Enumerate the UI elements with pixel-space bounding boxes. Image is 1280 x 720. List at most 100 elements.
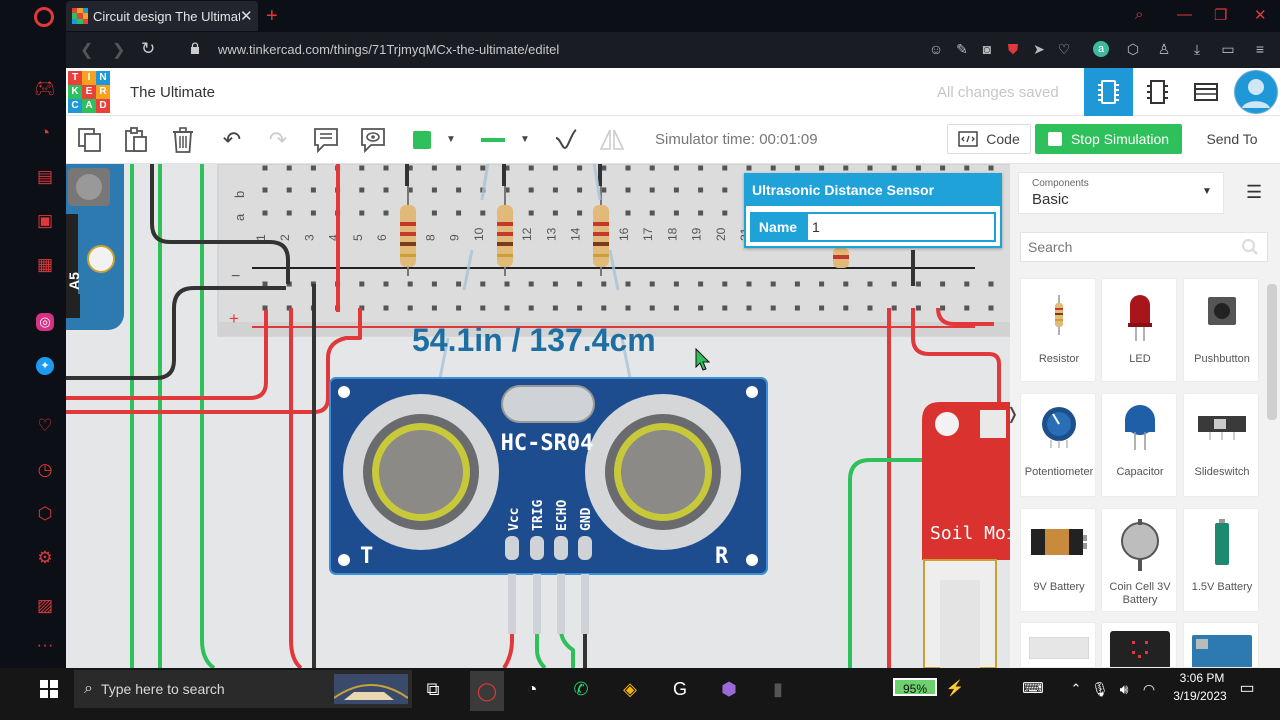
breadboard-hole[interactable]	[698, 305, 704, 311]
breadboard-hole[interactable]	[649, 281, 655, 287]
notifications-icon[interactable]: ▭	[1239, 680, 1255, 697]
browser-tab[interactable]: Circuit design The Ultimate ✕	[66, 1, 258, 31]
notes-button[interactable]	[312, 126, 340, 154]
component-card-led[interactable]: LED	[1101, 278, 1177, 382]
task-view-icon[interactable]: ⧉	[426, 679, 440, 699]
schematic-view-button[interactable]	[1133, 68, 1182, 116]
more-icon[interactable]: ···	[36, 635, 54, 654]
component-card-microbit[interactable]	[1101, 622, 1177, 668]
circuit-view-button[interactable]	[1084, 68, 1133, 116]
breadboard-hole[interactable]	[601, 281, 607, 287]
component-card-capacitor[interactable]: Capacitor	[1101, 393, 1177, 497]
breadboard-hole[interactable]	[577, 281, 583, 287]
breadboard-hole[interactable]	[625, 281, 631, 287]
component-list-button[interactable]	[1182, 68, 1231, 116]
taskbar-search-input[interactable]: Type here to search	[100, 681, 225, 697]
breadboard-hole[interactable]	[940, 281, 946, 287]
breadboard-hole[interactable]	[456, 305, 462, 311]
breadboard-hole[interactable]	[552, 281, 558, 287]
breadboard-hole[interactable]	[552, 305, 558, 311]
breadboard-hole[interactable]	[649, 210, 655, 216]
breadboard-hole[interactable]	[528, 165, 534, 171]
send-icon[interactable]: ➤	[1033, 41, 1045, 57]
component-card-breadboard[interactable]	[1020, 622, 1096, 668]
breadboard-hole[interactable]	[673, 210, 679, 216]
menu-icon[interactable]: ≡	[1255, 41, 1265, 57]
arduino-reset-button[interactable]	[76, 174, 102, 200]
breadboard-hole[interactable]	[407, 165, 413, 171]
breadboard-hole[interactable]	[456, 187, 462, 193]
breadboard-hole[interactable]	[625, 210, 631, 216]
cube-sidebar-icon[interactable]: ⬡	[37, 504, 53, 523]
heart-icon[interactable]: ♡	[1057, 41, 1071, 57]
breadboard-hole[interactable]	[891, 165, 897, 171]
close-window-icon[interactable]: ✕	[1254, 7, 1267, 24]
breadboard-hole[interactable]	[915, 281, 921, 287]
breadboard-hole[interactable]	[310, 187, 316, 193]
breadboard-hole[interactable]	[310, 210, 316, 216]
breadboard-hole[interactable]	[819, 165, 825, 171]
breadboard-hole[interactable]	[940, 165, 946, 171]
breadboard-hole[interactable]	[504, 165, 510, 171]
redo-icon[interactable]: ↷	[268, 127, 288, 152]
copy-button[interactable]	[76, 126, 104, 154]
close-tab-icon[interactable]: ✕	[240, 8, 253, 25]
breadboard-hole[interactable]	[456, 165, 462, 171]
wifi-icon[interactable]: ◠	[1142, 681, 1156, 697]
breadboard-hole[interactable]	[407, 187, 413, 193]
twitter-icon[interactable]: ✦	[36, 357, 54, 375]
windows-start-icon[interactable]	[40, 680, 58, 698]
breadboard-hole[interactable]	[262, 165, 268, 171]
breadboard-hole[interactable]	[843, 305, 849, 311]
taskbar-search-box[interactable]: ⌕ Type here to search	[74, 670, 412, 708]
speedometer-icon[interactable]: ◔	[39, 123, 51, 142]
breadboard-hole[interactable]	[577, 165, 583, 171]
components-category-select[interactable]	[1018, 172, 1224, 214]
whatsapp-icon[interactable]: ✆	[573, 679, 589, 699]
microphone-icon[interactable]: 🎙︎	[1091, 681, 1109, 697]
reload-icon[interactable]: ↻	[141, 39, 156, 58]
component-card-9v-battery[interactable]: 9V Battery	[1020, 508, 1096, 612]
breadboard-hole[interactable]	[359, 210, 365, 216]
cube-icon[interactable]: ⬡	[1126, 41, 1140, 57]
breadboard-hole[interactable]	[649, 187, 655, 193]
url-field[interactable]: www.tinkercad.com/things/71TrjmyqMCx-the…	[218, 42, 560, 57]
breadboard-hole[interactable]	[504, 281, 510, 287]
instagram-icon[interactable]: ◎	[36, 313, 54, 331]
heart-sidebar-icon[interactable]: ♡	[37, 416, 53, 435]
breadboard-hole[interactable]	[770, 281, 776, 287]
wire-type-button[interactable]	[552, 126, 580, 154]
breadboard-hole[interactable]	[794, 305, 800, 311]
breadboard-hole[interactable]	[383, 187, 389, 193]
breadboard-hole[interactable]	[746, 165, 752, 171]
breadboard-hole[interactable]	[431, 165, 437, 171]
breadboard-hole[interactable]	[552, 210, 558, 216]
breadboard-hole[interactable]	[625, 187, 631, 193]
breadboard-hole[interactable]	[552, 165, 558, 171]
app-dim-icon[interactable]: ▮	[773, 679, 783, 699]
breadboard-hole[interactable]	[528, 187, 534, 193]
breadboard-hole[interactable]	[504, 305, 510, 311]
breadboard-hole[interactable]	[359, 165, 365, 171]
breadboard-hole[interactable]	[383, 281, 389, 287]
resistor[interactable]	[593, 164, 609, 276]
breadboard-hole[interactable]	[286, 165, 292, 171]
breadboard-hole[interactable]	[867, 165, 873, 171]
breadboard-hole[interactable]	[480, 305, 486, 311]
component-card-resistor[interactable]: Resistor	[1020, 278, 1096, 382]
search-icon[interactable]	[1241, 238, 1259, 256]
breadboard-hole[interactable]	[286, 187, 292, 193]
bag-icon[interactable]: ▤	[36, 167, 54, 186]
download-icon[interactable]: ⤓	[1193, 41, 1201, 57]
component-card-potentiometer[interactable]: Potentiometer	[1020, 393, 1096, 497]
back-icon[interactable]: ❮	[80, 42, 94, 59]
emoji-icon[interactable]: ☺	[928, 41, 944, 57]
keyboard-icon[interactable]: ⌨	[1022, 680, 1044, 697]
breadboard-hole[interactable]	[601, 305, 607, 311]
breadboard-hole[interactable]	[722, 187, 728, 193]
breadboard-hole[interactable]	[625, 305, 631, 311]
breadboard-hole[interactable]	[431, 305, 437, 311]
breadboard-hole[interactable]	[480, 281, 486, 287]
breadboard-hole[interactable]	[698, 187, 704, 193]
speed-app-icon[interactable]: ◔	[526, 679, 538, 699]
